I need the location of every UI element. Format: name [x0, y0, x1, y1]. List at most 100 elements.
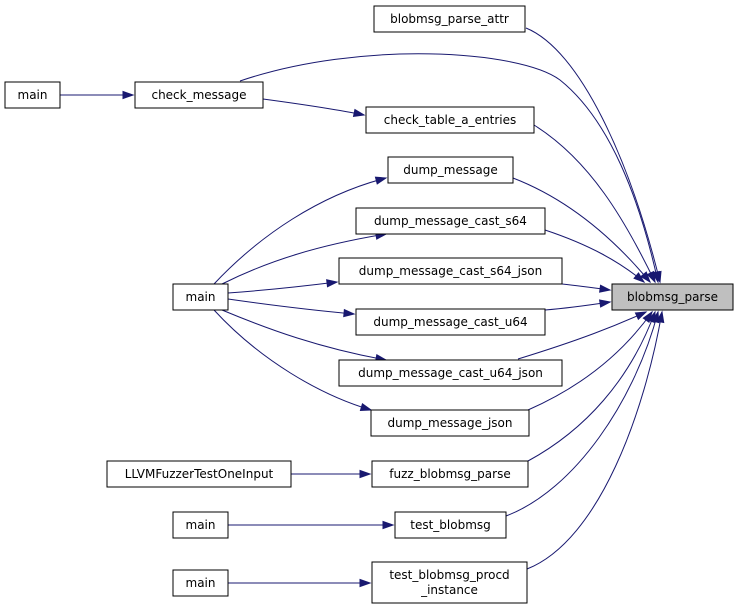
- node-label: main: [18, 88, 48, 102]
- edge-n_check_table-to-n_target: [533, 124, 656, 284]
- node-test-procd[interactable]: test_blobmsg_procd_instance: [371, 561, 528, 604]
- node-box: [373, 5, 526, 33]
- edge-arrowhead: [359, 402, 373, 412]
- edge-arrowhead: [359, 469, 372, 479]
- node-main2[interactable]: main: [172, 283, 229, 311]
- node-test[interactable]: test_blobmsg: [394, 511, 507, 539]
- node-main1[interactable]: main: [4, 81, 61, 109]
- edge-n_main2-to-n_dump: [213, 176, 388, 285]
- node-llvm[interactable]: LLVMFuzzerTestOneInput: [106, 460, 292, 488]
- node-dump-json[interactable]: dump_message_json: [370, 409, 530, 437]
- node-dump[interactable]: dump_message: [387, 156, 514, 184]
- edge-n_main2-to-n_dump_json: [213, 309, 373, 412]
- edge-n_llvm-to-n_fuzz: [291, 469, 372, 479]
- node-box: [338, 257, 563, 285]
- node-label: test_blobmsg: [410, 518, 491, 532]
- edge-arrowhead: [599, 284, 612, 293]
- edge-arrowhead: [640, 271, 651, 284]
- edge-n_main2-to-n_dump_s64_json: [227, 279, 339, 294]
- edge-n_main3-to-n_test: [228, 520, 395, 530]
- edge-n_test_procd-to-n_target: [526, 310, 665, 570]
- node-dump-s64-json[interactable]: dump_message_cast_s64_json: [338, 257, 563, 285]
- edge-line: [527, 311, 656, 462]
- edge-arrowhead: [374, 176, 388, 185]
- edge-arrowhead: [122, 90, 135, 100]
- graph-nodes: blobmsg_parse blobmsg_parse_attr check_mes…: [4, 5, 734, 604]
- edge-line: [527, 311, 653, 411]
- node-box: [611, 283, 734, 311]
- edge-n_main4-to-n_test_procd: [228, 578, 372, 588]
- node-box: [4, 81, 61, 109]
- edge-line: [213, 177, 387, 285]
- node-target[interactable]: blobmsg_parse: [611, 283, 734, 311]
- node-box: [371, 561, 528, 604]
- node-dump-u64-json[interactable]: dump_message_cast_u64_json: [338, 359, 563, 387]
- node-dump-u64[interactable]: dump_message_cast_u64: [355, 308, 546, 336]
- node-label: dump_message_cast_s64: [374, 214, 527, 228]
- edge-line: [227, 281, 338, 294]
- edge-arrowhead: [382, 520, 395, 530]
- node-label: check_message: [151, 88, 246, 102]
- edge-line: [221, 233, 387, 285]
- edge-arrowhead: [598, 299, 612, 308]
- edge-n_attr-to-n_target: [525, 27, 662, 284]
- edge-line: [227, 298, 355, 315]
- node-label: fuzz_blobmsg_parse: [389, 467, 510, 481]
- node-box: [338, 359, 563, 387]
- edge-line: [526, 311, 663, 570]
- node-attr[interactable]: blobmsg_parse_attr: [373, 5, 526, 33]
- node-box: [355, 207, 546, 235]
- edge-line: [533, 124, 656, 283]
- graph-edges: [60, 27, 665, 588]
- edge-line: [239, 53, 659, 283]
- edge-arrowhead: [633, 272, 646, 283]
- node-check-table[interactable]: check_table_a_entries: [365, 106, 535, 134]
- edge-n_dump_u64-to-n_target: [544, 299, 612, 311]
- node-label: test_blobmsg_procd: [389, 568, 509, 582]
- node-label: dump_message: [403, 163, 497, 177]
- node-box: [172, 283, 229, 311]
- node-label: blobmsg_parse: [627, 290, 718, 304]
- edge-line: [505, 311, 659, 517]
- edge-n_dump_u64_json-to-n_target: [517, 311, 648, 360]
- edge-n_main1-to-n_check_message: [60, 90, 135, 100]
- edge-arrowhead: [646, 270, 656, 284]
- edge-arrowhead: [352, 108, 366, 118]
- edge-line: [262, 98, 365, 116]
- node-main4[interactable]: main: [172, 569, 229, 597]
- node-dump-s64[interactable]: dump_message_cast_s64: [355, 207, 546, 235]
- node-label: main: [186, 518, 216, 532]
- edge-arrowhead: [343, 308, 356, 318]
- node-box: [172, 569, 229, 597]
- node-label: blobmsg_parse_attr: [390, 12, 509, 26]
- node-fuzz[interactable]: fuzz_blobmsg_parse: [371, 460, 529, 488]
- node-label: dump_message_cast_u64_json: [358, 366, 543, 380]
- node-box: [172, 511, 229, 539]
- node-label: check_table_a_entries: [384, 113, 516, 127]
- node-label: _instance: [420, 583, 478, 597]
- node-label: dump_message_json: [388, 416, 513, 430]
- node-main3[interactable]: main: [172, 511, 229, 539]
- node-box: [134, 81, 264, 109]
- node-box: [394, 511, 507, 539]
- node-label: main: [186, 576, 216, 590]
- edge-n_dump-to-n_target: [512, 177, 651, 284]
- node-box: [371, 460, 529, 488]
- edge-line: [221, 309, 387, 361]
- edge-arrowhead: [326, 279, 339, 288]
- edge-n_check_message-to-n_check_table: [262, 98, 366, 118]
- node-label: dump_message_cast_s64_json: [359, 264, 542, 278]
- node-check-message[interactable]: check_message: [134, 81, 264, 109]
- edge-arrowhead: [359, 578, 372, 588]
- edge-arrowhead: [634, 311, 648, 321]
- edge-n_dump_s64_json-to-n_target: [561, 283, 612, 293]
- node-box: [387, 156, 514, 184]
- node-label: LLVMFuzzerTestOneInput: [125, 467, 274, 481]
- node-label: dump_message_cast_u64: [373, 315, 527, 329]
- node-box: [355, 308, 546, 336]
- node-box: [365, 106, 535, 134]
- edge-line: [525, 27, 661, 283]
- edge-n_dump_s64-to-n_target: [544, 229, 646, 283]
- node-box: [370, 409, 530, 437]
